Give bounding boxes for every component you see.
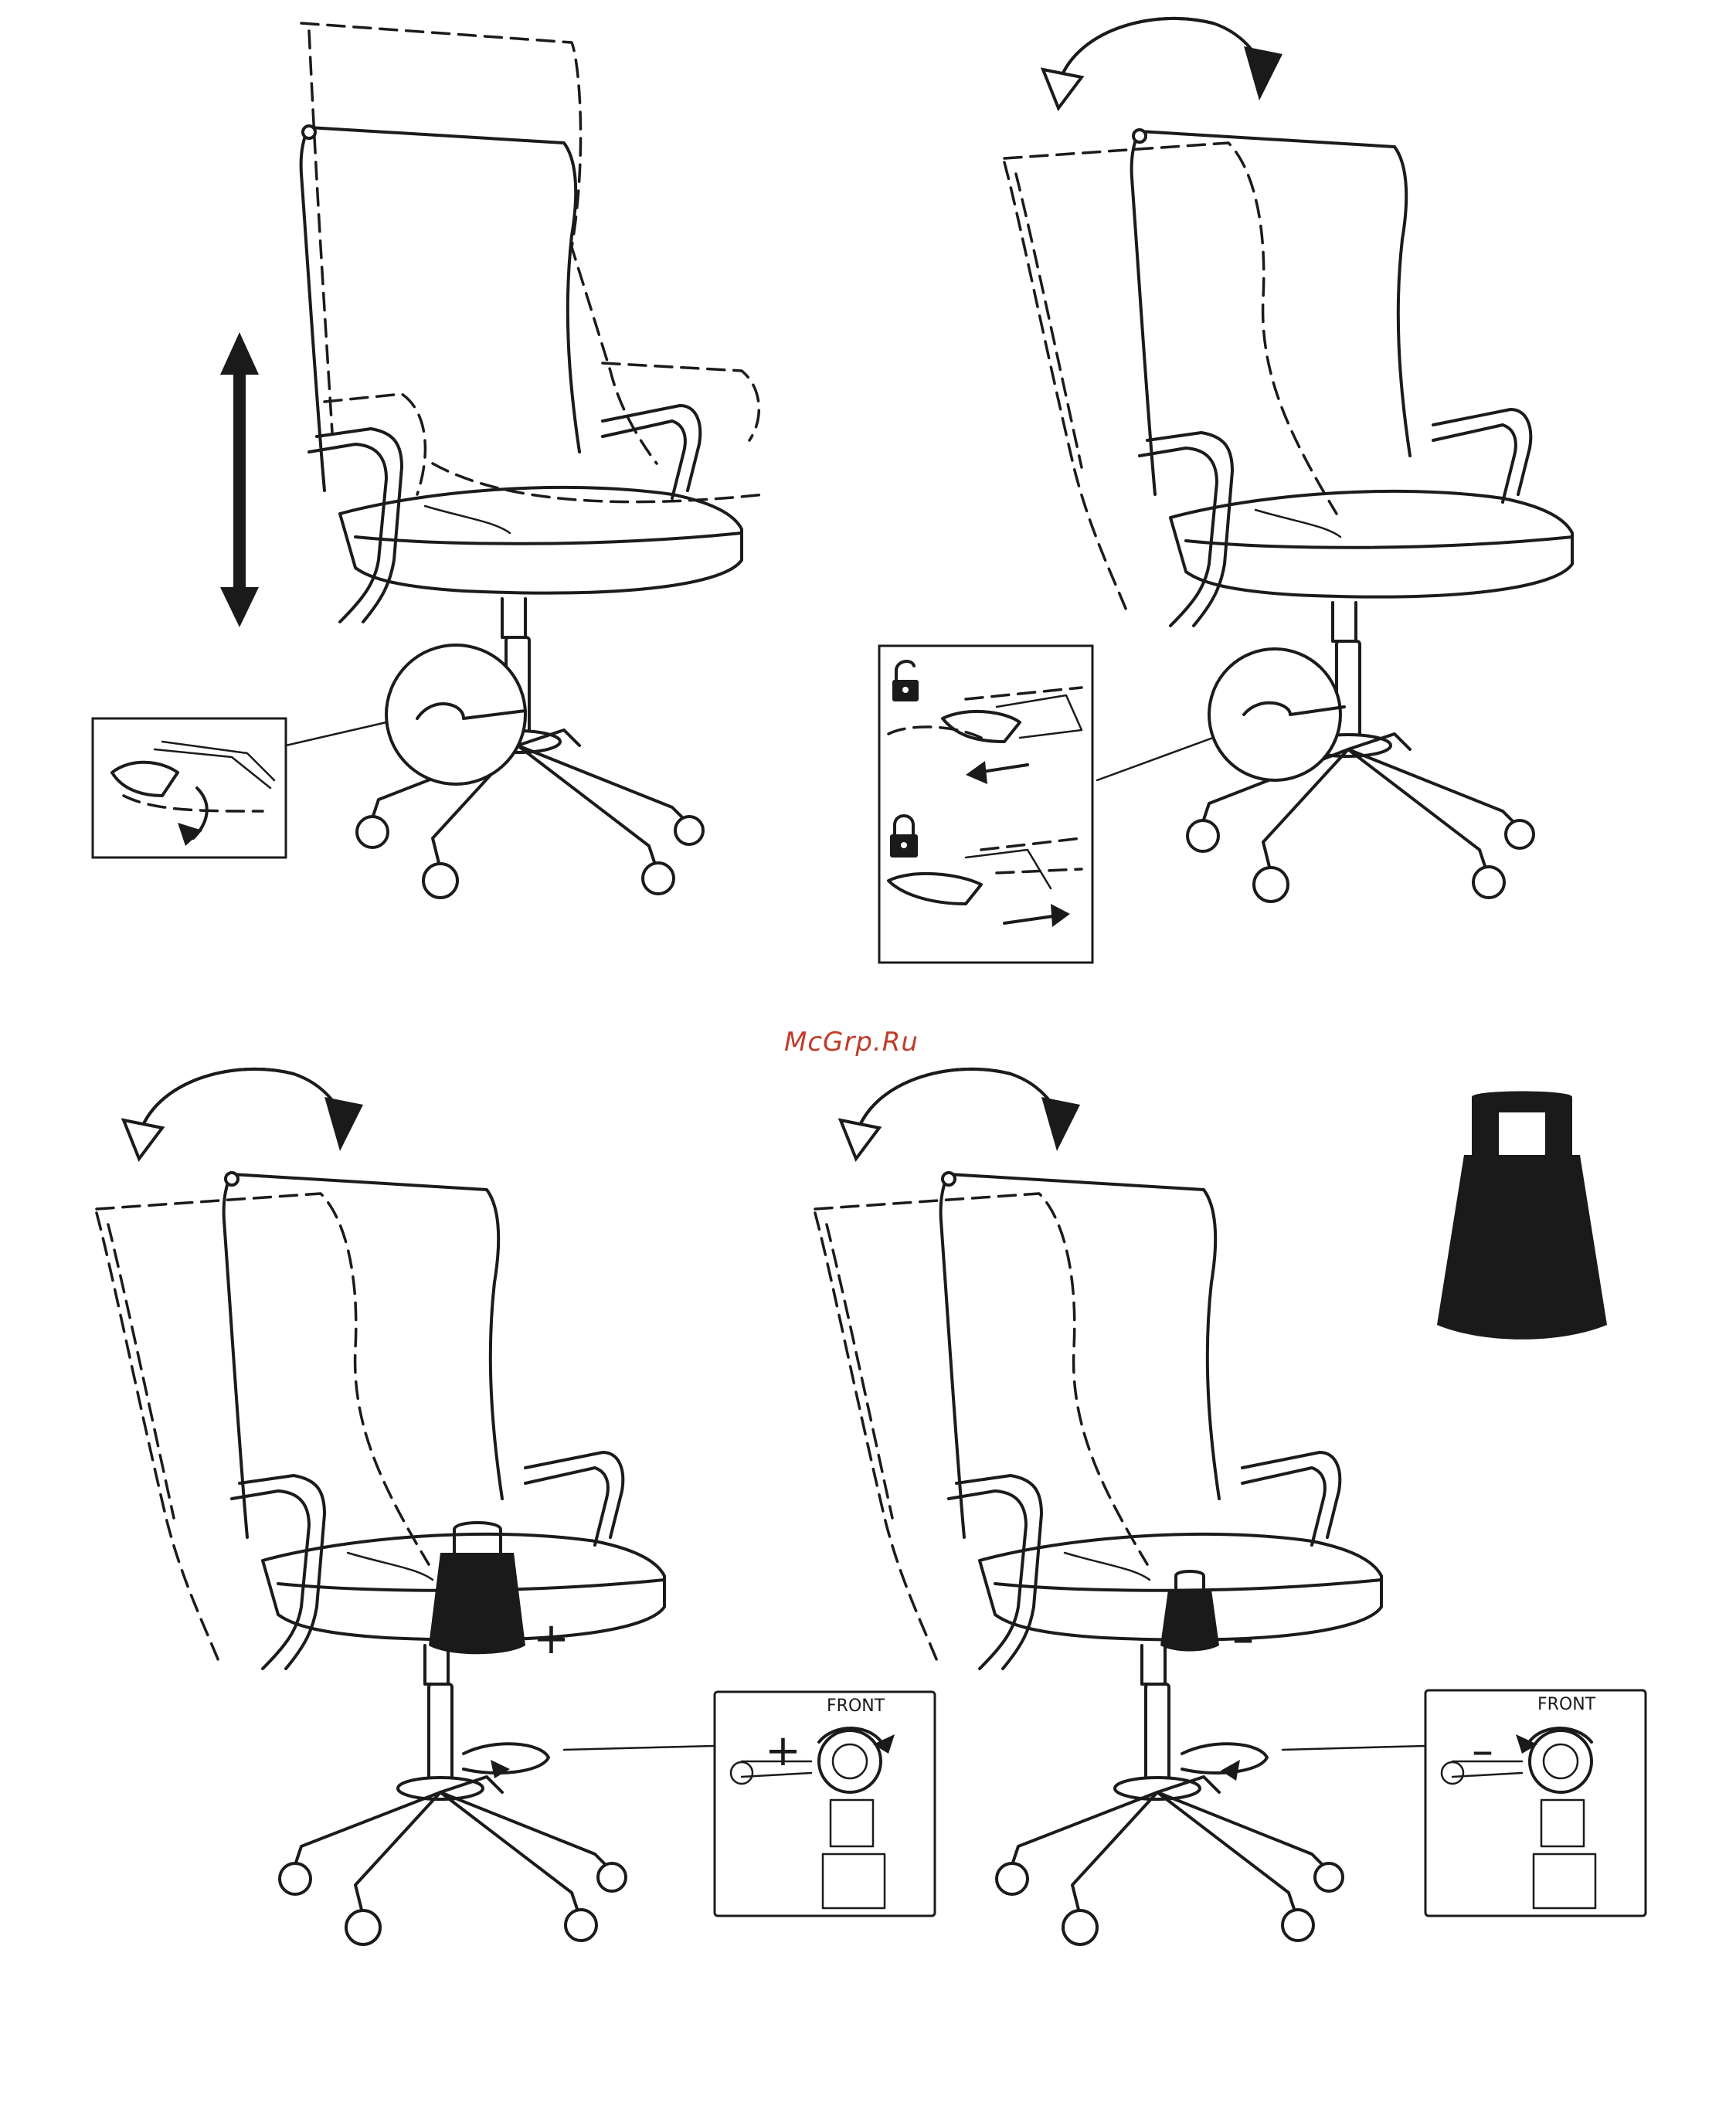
weight-icon	[429, 1523, 525, 1654]
chair-drawing	[301, 126, 742, 898]
weight-icon-small	[1160, 1571, 1219, 1652]
tension-sign: –	[1232, 1614, 1254, 1664]
chair-drawing	[1132, 130, 1572, 902]
front-label: FRONT	[1537, 1695, 1596, 1714]
panel-tension-increase: + FRONT +	[97, 1069, 935, 1944]
inset-sign: –	[1472, 1726, 1493, 1776]
front-label: FRONT	[827, 1696, 885, 1716]
chair-drawing	[941, 1173, 1381, 1944]
knob-inset	[1425, 1690, 1646, 1916]
up-down-arrow-icon	[220, 332, 259, 627]
rotate-arrow-icon	[1043, 19, 1282, 108]
tension-sign: +	[533, 1614, 569, 1664]
lever-magnifier	[1209, 649, 1340, 780]
rotate-arrow-icon	[124, 1069, 363, 1159]
panel-tilt-lock	[879, 19, 1572, 963]
weight-legend-icon	[1437, 1092, 1607, 1340]
knob-inset	[715, 1692, 935, 1916]
rotate-arrow-icon	[841, 1069, 1080, 1159]
panel-height-adjustment	[93, 23, 765, 898]
inset-sign: +	[765, 1726, 801, 1776]
watermark: McGrp.Ru	[784, 1027, 919, 1058]
